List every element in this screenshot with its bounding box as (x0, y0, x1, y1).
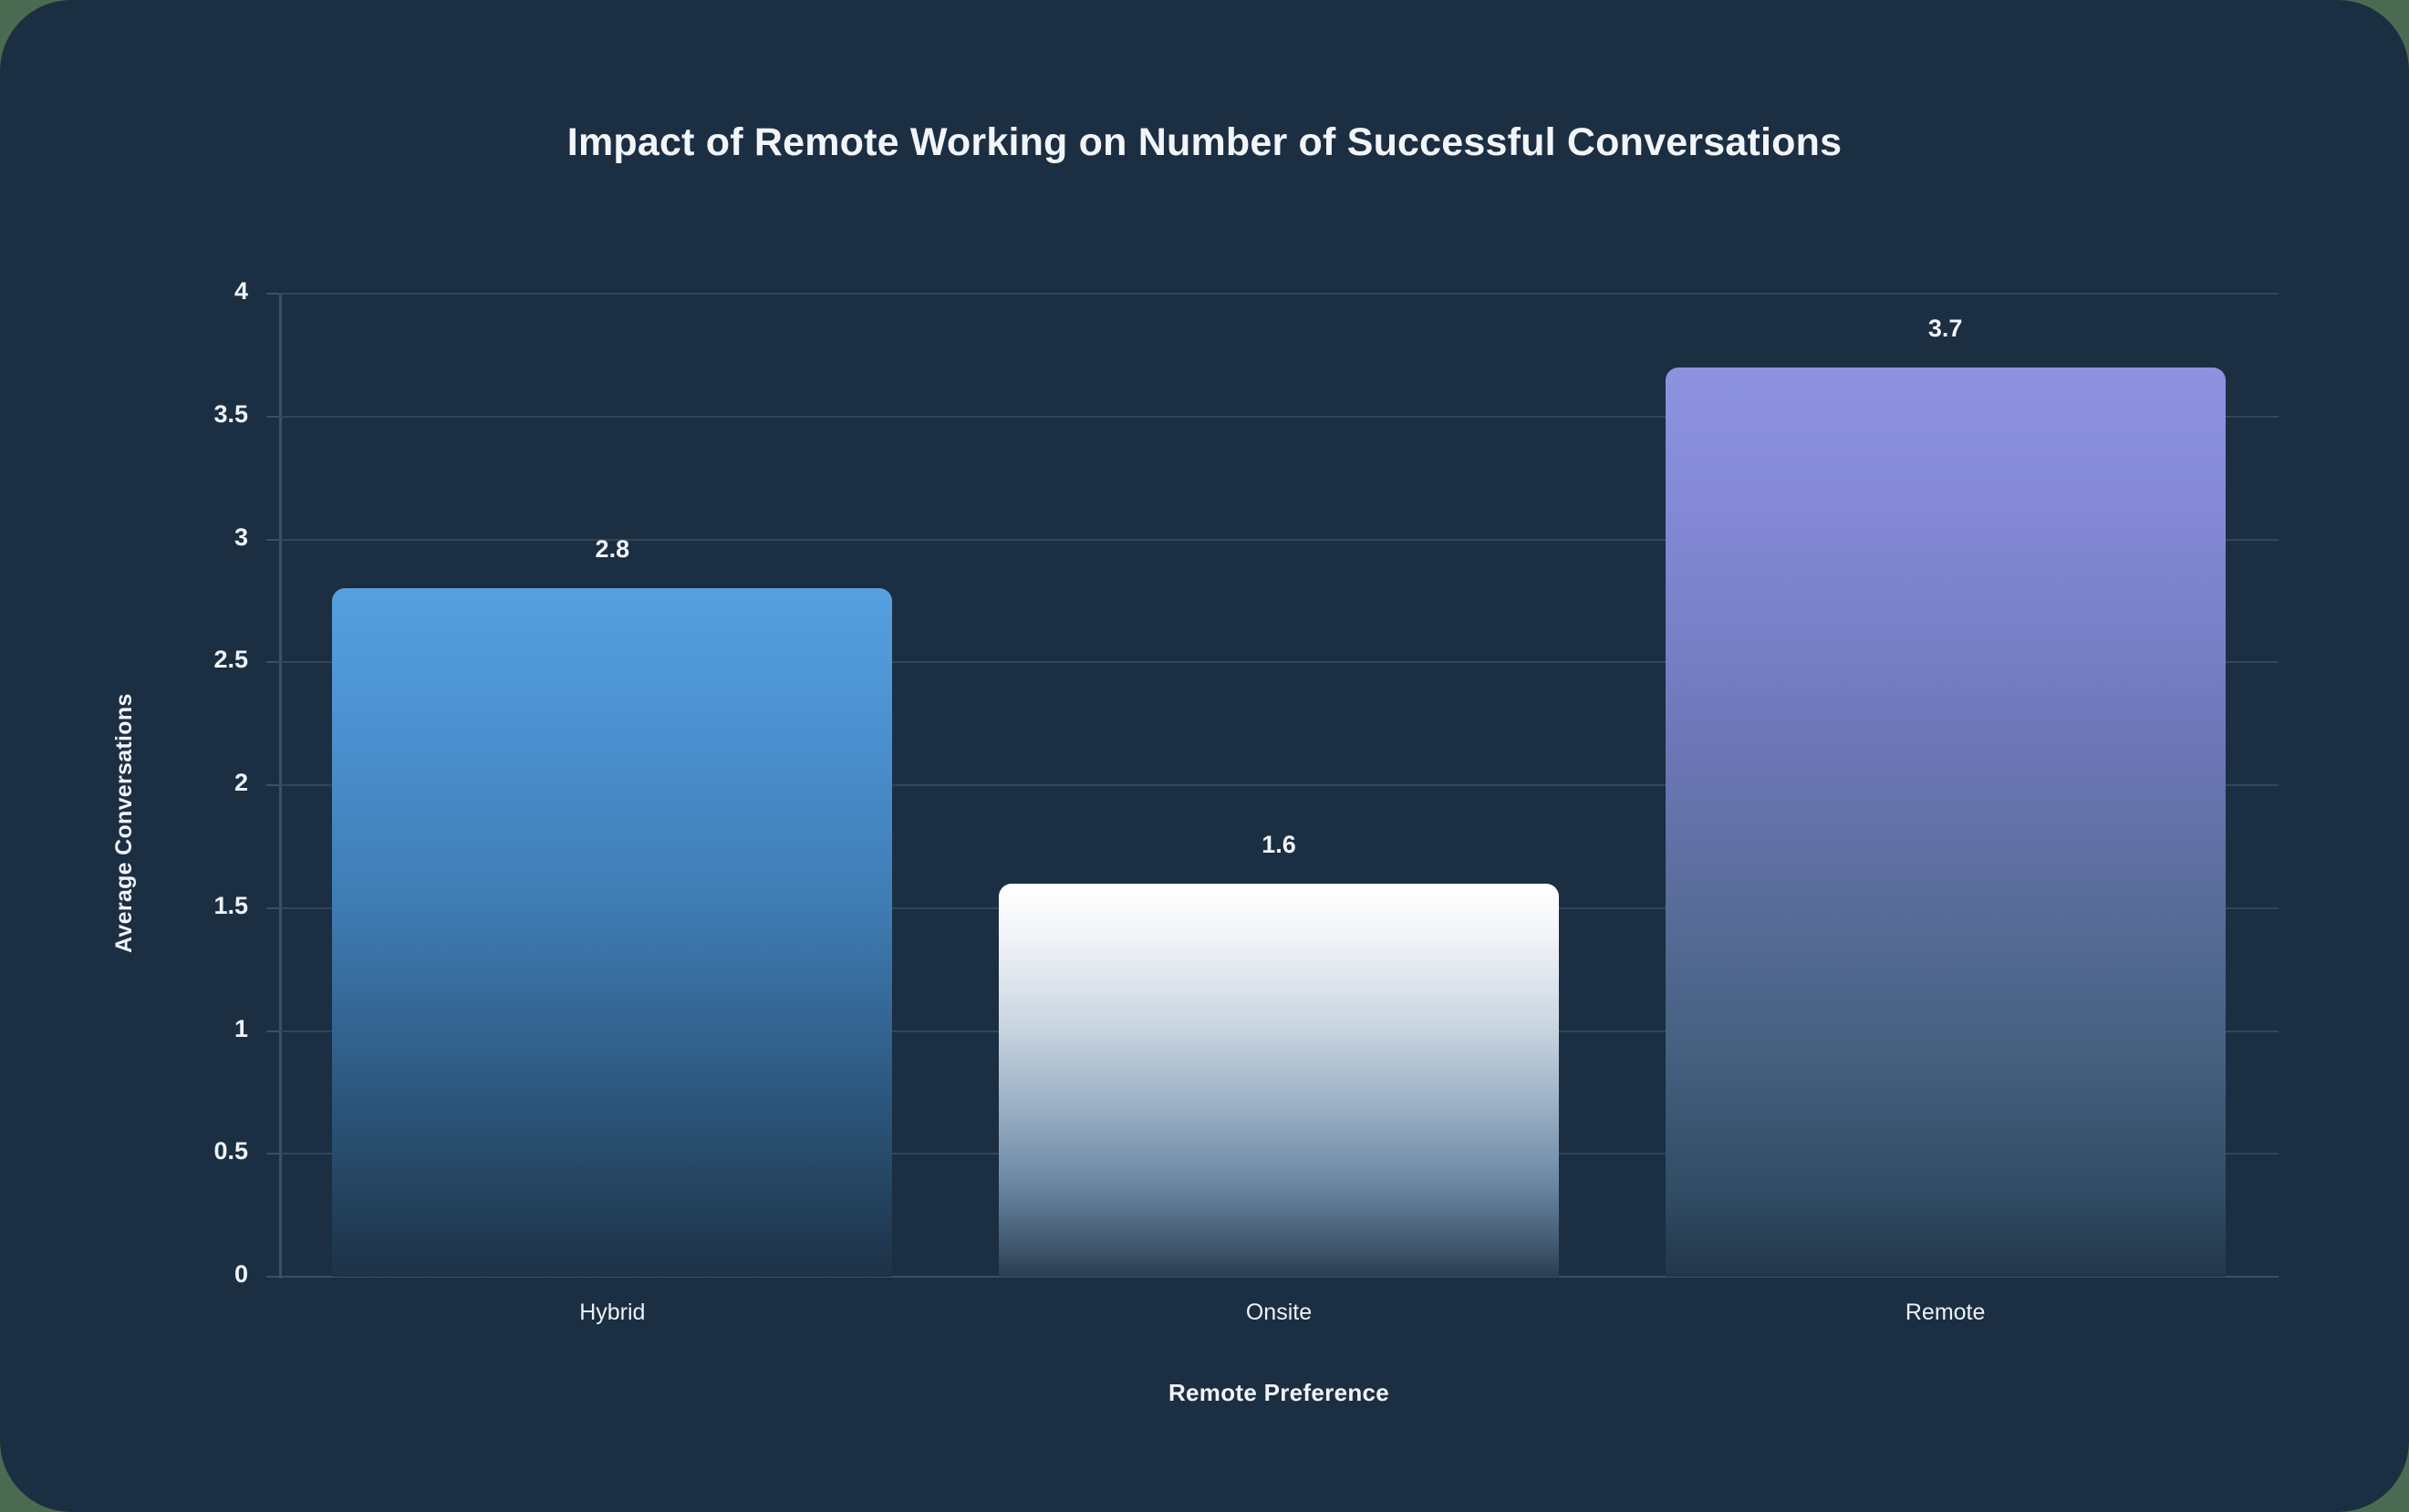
bar-value-label: 3.7 (1927, 314, 1963, 342)
y-tick-label: 0 (234, 1260, 248, 1288)
y-axis-line (279, 294, 282, 1279)
y-tick-mark (266, 538, 279, 541)
y-tick-mark (266, 784, 279, 786)
y-tick-mark (266, 293, 279, 295)
x-tick-label-hybrid: Hybrid (579, 1300, 646, 1325)
y-tick-label: 2.5 (213, 646, 248, 674)
x-tick-label-remote: Remote (1905, 1300, 1986, 1325)
y-tick-mark (266, 415, 279, 418)
y-tick-mark (266, 1276, 279, 1278)
bar-hybrid[interactable] (332, 588, 893, 1277)
gridline (279, 784, 2279, 786)
y-tick-mark (266, 906, 279, 909)
y-tick-mark (266, 661, 279, 664)
chart-title: Impact of Remote Working on Number of Su… (566, 120, 1843, 164)
y-tick-label: 2 (234, 769, 248, 796)
y-tick-label: 0.5 (213, 1137, 248, 1165)
bar-onsite[interactable] (999, 883, 1559, 1277)
x-axis-title: Remote Preference (1168, 1379, 1390, 1406)
x-tick-label-onsite: Onsite (1245, 1300, 1313, 1325)
y-tick-mark (266, 1030, 279, 1032)
y-tick-mark (266, 1153, 279, 1155)
gridline (279, 293, 2279, 295)
y-tick-label: 1 (234, 1014, 248, 1042)
bar-remote[interactable] (1665, 367, 2226, 1277)
bar-value-label: 2.8 (595, 535, 630, 564)
y-tick-label: 3 (234, 523, 248, 551)
gridline (279, 415, 2279, 418)
y-axis-title: Average Conversations (111, 693, 137, 953)
gridline (279, 538, 2279, 541)
y-tick-label: 4 (234, 277, 248, 305)
y-tick-label: 3.5 (213, 399, 248, 428)
plot-area (279, 294, 2279, 1277)
bar-value-label: 1.6 (1262, 830, 1296, 858)
gridline (279, 661, 2279, 664)
gridline (279, 1276, 2279, 1278)
y-tick-label: 1.5 (213, 891, 248, 919)
